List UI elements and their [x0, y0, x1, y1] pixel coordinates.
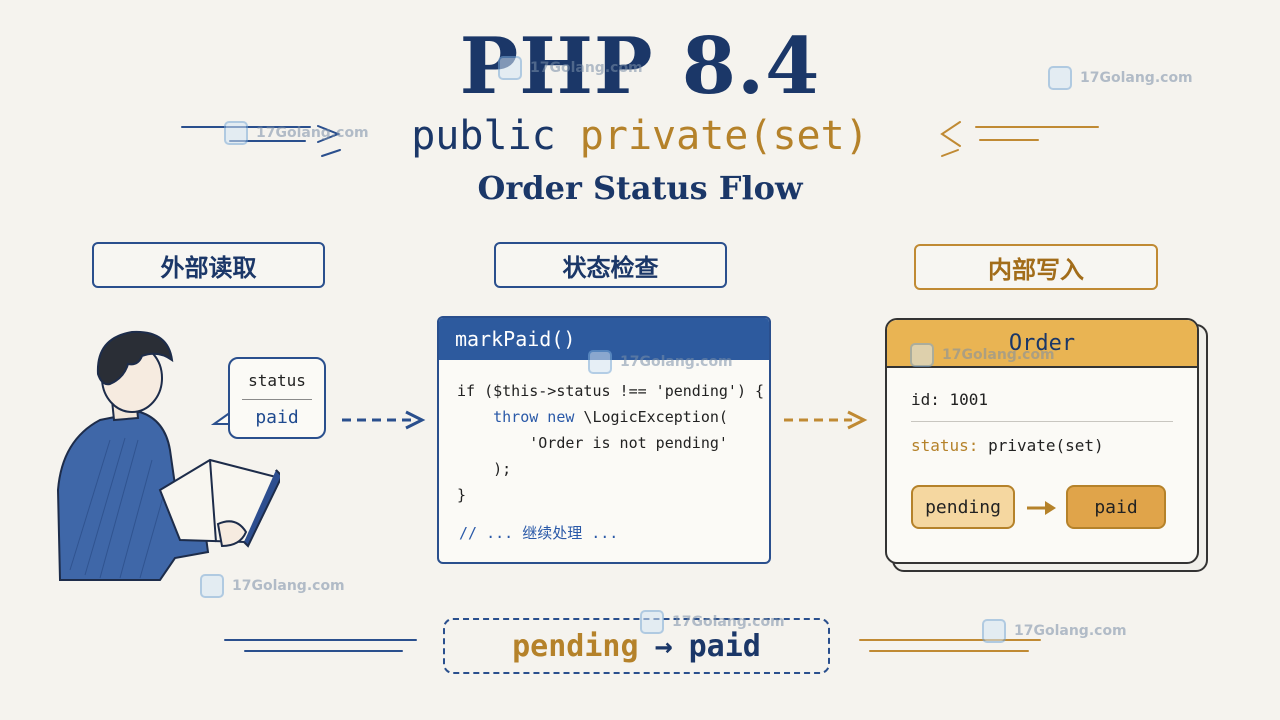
order-card-header: Order: [887, 320, 1197, 368]
watermark-logo-icon: [910, 343, 934, 367]
watermark-logo-icon: [640, 610, 664, 634]
watermark-logo-icon: [200, 574, 224, 598]
watermark-logo-icon: [224, 121, 248, 145]
order-divider: [911, 421, 1173, 422]
bottom-transition: pending → paid: [443, 618, 830, 674]
code-line: 'Order is not pending': [457, 434, 728, 452]
watermark: 17Golang.com: [910, 343, 1055, 367]
label-state-check: 状态检查: [494, 242, 727, 288]
order-card: Order id: 1001 status: private(set) pend…: [885, 318, 1199, 564]
code-comment: // ... 继续处理 ...: [459, 524, 619, 542]
subtitle-flow: Order Status Flow: [477, 169, 803, 207]
watermark-logo-icon: [588, 350, 612, 374]
bottom-to: paid: [688, 628, 761, 664]
order-arrow-icon: [1027, 501, 1056, 515]
watermark: 17Golang.com: [640, 610, 785, 634]
order-status-line: status: private(set): [911, 436, 1104, 455]
bubble-field: status: [248, 371, 306, 390]
code-line: throw new \LogicException(: [457, 408, 728, 426]
watermark: 17Golang.com: [588, 350, 733, 374]
watermark: 17Golang.com: [224, 121, 369, 145]
watermark: 17Golang.com: [200, 574, 345, 598]
page-subtitle: public private(set): [0, 116, 1280, 156]
label-external-read: 外部读取: [92, 242, 325, 288]
pill-pending: pending: [911, 485, 1015, 529]
code-line: );: [457, 460, 512, 478]
bubble-value: paid: [255, 407, 299, 428]
label-internal-write: 内部写入: [914, 244, 1158, 290]
watermark-logo-icon: [498, 56, 522, 80]
code-line: if ($this->status !== 'pending') {: [457, 382, 765, 400]
watermark: 17Golang.com: [1048, 66, 1193, 90]
pill-paid: paid: [1066, 485, 1166, 529]
watermark: 17Golang.com: [498, 56, 643, 80]
order-id-line: id: 1001: [911, 390, 989, 409]
status-bubble: status paid: [228, 357, 326, 439]
subtitle-public: public: [411, 113, 556, 159]
bottom-from: pending: [512, 628, 639, 664]
code-line: }: [457, 486, 467, 504]
subtitle-private-set: private(set): [579, 113, 869, 159]
bubble-divider: [242, 399, 312, 400]
bottom-arrow: →: [654, 628, 673, 664]
watermark-logo-icon: [982, 619, 1006, 643]
watermark: 17Golang.com: [982, 619, 1127, 643]
watermark-logo-icon: [1048, 66, 1072, 90]
reading-person-illustration: [56, 330, 280, 581]
